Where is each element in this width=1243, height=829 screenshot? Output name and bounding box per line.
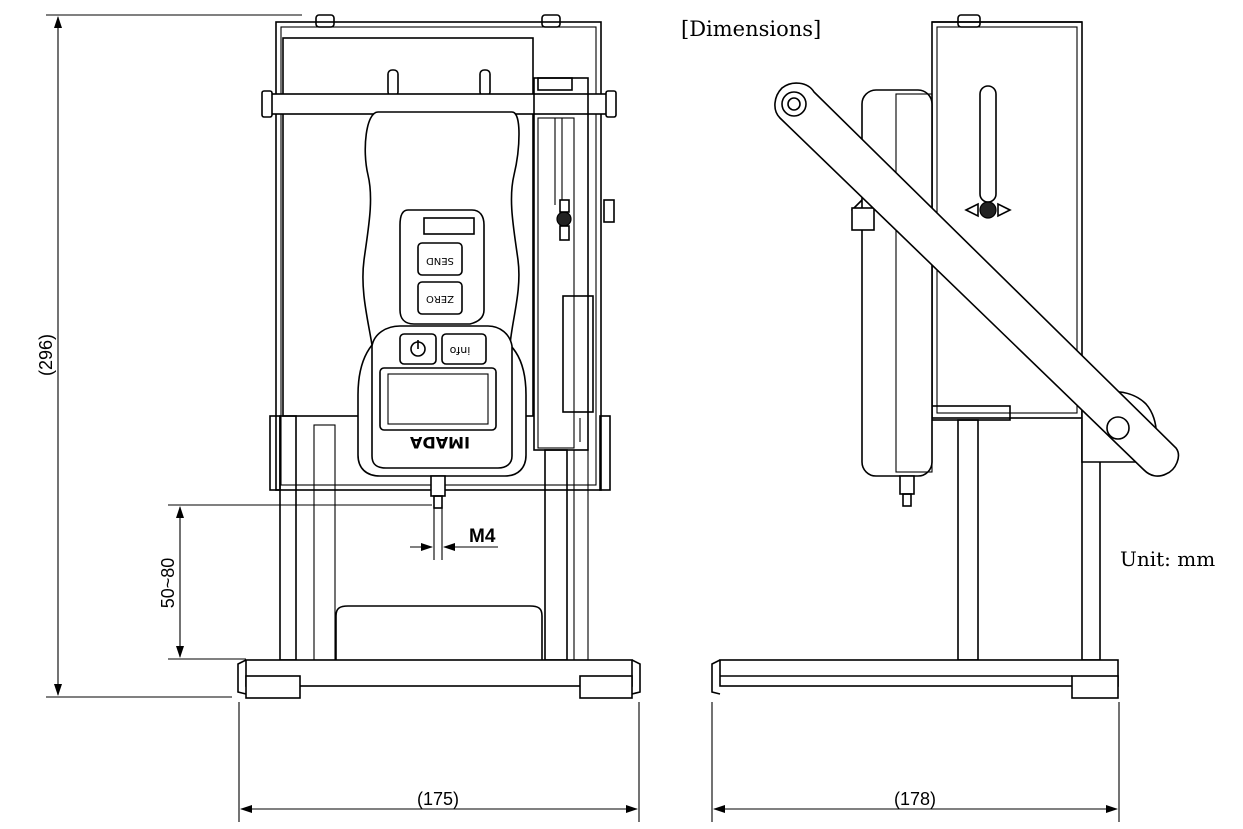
side-lever-arm bbox=[774, 82, 1180, 477]
side-depth-label: (178) bbox=[894, 789, 936, 809]
front-hook-stem bbox=[430, 475, 446, 497]
front-base bbox=[245, 659, 633, 687]
hook-height-dimension: 50~80 bbox=[158, 504, 432, 660]
thread-callout: M4 bbox=[410, 505, 498, 560]
info-button bbox=[441, 333, 487, 365]
front-crossbar bbox=[267, 93, 615, 115]
zero-label: ZERO bbox=[426, 293, 454, 304]
front-post-left bbox=[279, 415, 297, 661]
side-depth-dimension: (178) bbox=[711, 702, 1120, 822]
side-post bbox=[957, 419, 979, 661]
side-view bbox=[711, 14, 1180, 699]
unit-label: Unit: mm bbox=[1120, 547, 1215, 571]
side-base bbox=[719, 659, 1119, 687]
front-display bbox=[379, 367, 497, 431]
side-gauge-body bbox=[861, 89, 933, 477]
info-label: info bbox=[449, 344, 470, 357]
front-width-label: (175) bbox=[417, 789, 459, 809]
front-post-right bbox=[544, 449, 568, 661]
drawing-title: [Dimensions] bbox=[681, 17, 821, 41]
overall-height-label: (296) bbox=[36, 334, 56, 376]
send-button bbox=[417, 242, 463, 276]
zero-button bbox=[417, 281, 463, 315]
overall-height-dimension: (296) bbox=[36, 14, 302, 698]
hook-height-label: 50~80 bbox=[158, 558, 178, 609]
send-label: SEND bbox=[426, 255, 454, 266]
front-slider-column bbox=[533, 77, 589, 451]
front-view: SEND ZERO info IMADA bbox=[237, 14, 641, 699]
front-width-dimension: (175) bbox=[238, 702, 640, 822]
thread-label: M4 bbox=[469, 526, 496, 547]
brand-label: IMADA bbox=[409, 433, 470, 452]
